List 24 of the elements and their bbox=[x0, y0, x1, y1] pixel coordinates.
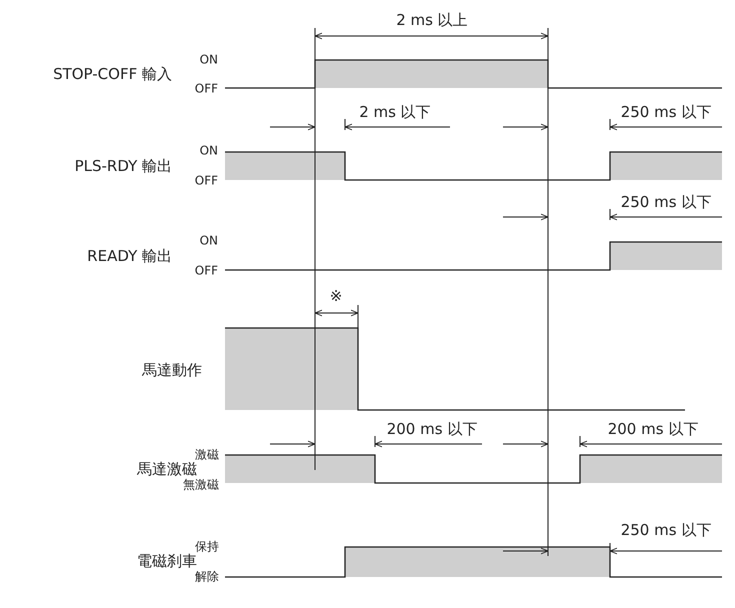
signal-name: 電磁刹車 bbox=[137, 552, 197, 570]
signal-name: READY 輸出 bbox=[87, 248, 172, 264]
level-label: ON bbox=[200, 144, 218, 158]
dimension-label: 200 ms 以下 bbox=[386, 420, 478, 438]
dimension-label: 250 ms 以下 bbox=[620, 522, 712, 538]
level-label: OFF bbox=[194, 264, 218, 278]
level-label: 解除 bbox=[195, 570, 219, 584]
level-label: 保持 bbox=[195, 540, 219, 554]
dimension-label: 250 ms 以下 bbox=[620, 194, 712, 210]
dimension-label: 2 ms 以下 bbox=[359, 104, 431, 120]
dimension-label: 2 ms 以上 bbox=[396, 12, 468, 28]
level-label: ON bbox=[200, 234, 218, 248]
signal-name: PLS-RDY 輸出 bbox=[74, 158, 172, 174]
signal-name: 馬達激磁 bbox=[137, 460, 197, 478]
level-label: OFF bbox=[194, 174, 218, 188]
level-label: 激磁 bbox=[195, 448, 219, 462]
note-mark: ※ bbox=[330, 288, 342, 304]
signal-name: 馬達動作 bbox=[142, 362, 202, 378]
signal-name: STOP-COFF 輸入 bbox=[53, 66, 172, 82]
level-label: OFF bbox=[194, 82, 218, 96]
dimension-label: 250 ms 以下 bbox=[620, 104, 712, 120]
level-label: ON bbox=[200, 53, 218, 67]
level-label: 無激磁 bbox=[183, 478, 219, 492]
dimension-label: 200 ms 以下 bbox=[608, 420, 698, 438]
